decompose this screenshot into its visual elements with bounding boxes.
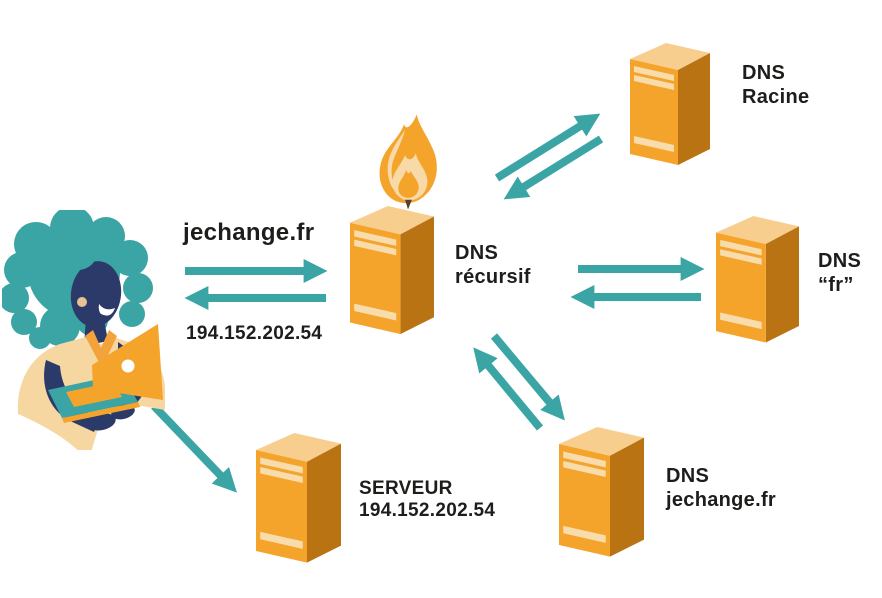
arrow-root-to-recursive [503, 135, 604, 200]
dns-authoritative-line2: jechange.fr [666, 488, 776, 511]
arrow-user-to-webserver [151, 403, 237, 493]
laptop-icon [48, 324, 163, 431]
server-icon-webserver [256, 433, 341, 563]
flame-icon [379, 114, 437, 210]
dns-fr-line1: DNS [818, 250, 862, 272]
shirt-collar [85, 330, 117, 368]
arrow-authoritative-to-recursive [473, 347, 544, 431]
dns-authoritative-line1: DNS [666, 465, 710, 487]
server-icon-root [630, 43, 710, 165]
dns-recursive-line1: DNS [455, 242, 499, 264]
dns-root-line1: DNS [742, 62, 786, 84]
person-earring [77, 297, 87, 307]
dns-root-line2: Racine [742, 85, 810, 108]
person-hair-front [58, 217, 148, 276]
server-icon-recursive [350, 206, 434, 335]
dns-recursive-label: DNS récursif [455, 242, 531, 289]
webserver-line1: SERVEUR [359, 478, 453, 499]
dns-fr-line2: “fr” [818, 273, 854, 296]
dns-authoritative-label: DNS jechange.fr [666, 465, 776, 512]
dns-root-label: DNS Racine [742, 62, 809, 109]
server-icon-fr [716, 216, 799, 343]
response-ip-label: 194.152.202.54 [186, 323, 323, 344]
dns-fr-label: DNS “fr” [818, 250, 861, 297]
dns-recursive-line2: récursif [455, 265, 531, 288]
arrow-recursive-to-authoritative [490, 333, 565, 421]
laptop-logo [121, 359, 135, 373]
server-icon-authoritative [559, 427, 644, 557]
laptop-front-edge [62, 402, 140, 423]
person-hand [88, 413, 116, 431]
webserver-line2: 194.152.202.54 [359, 500, 496, 522]
person-at-laptop-icon [2, 210, 165, 450]
webserver-label: SERVEUR 194.152.202.54 [359, 478, 495, 523]
query-domain-label: jechange.fr [183, 219, 315, 246]
arrow-recursive-to-root [494, 113, 601, 182]
person-smile [98, 304, 115, 316]
